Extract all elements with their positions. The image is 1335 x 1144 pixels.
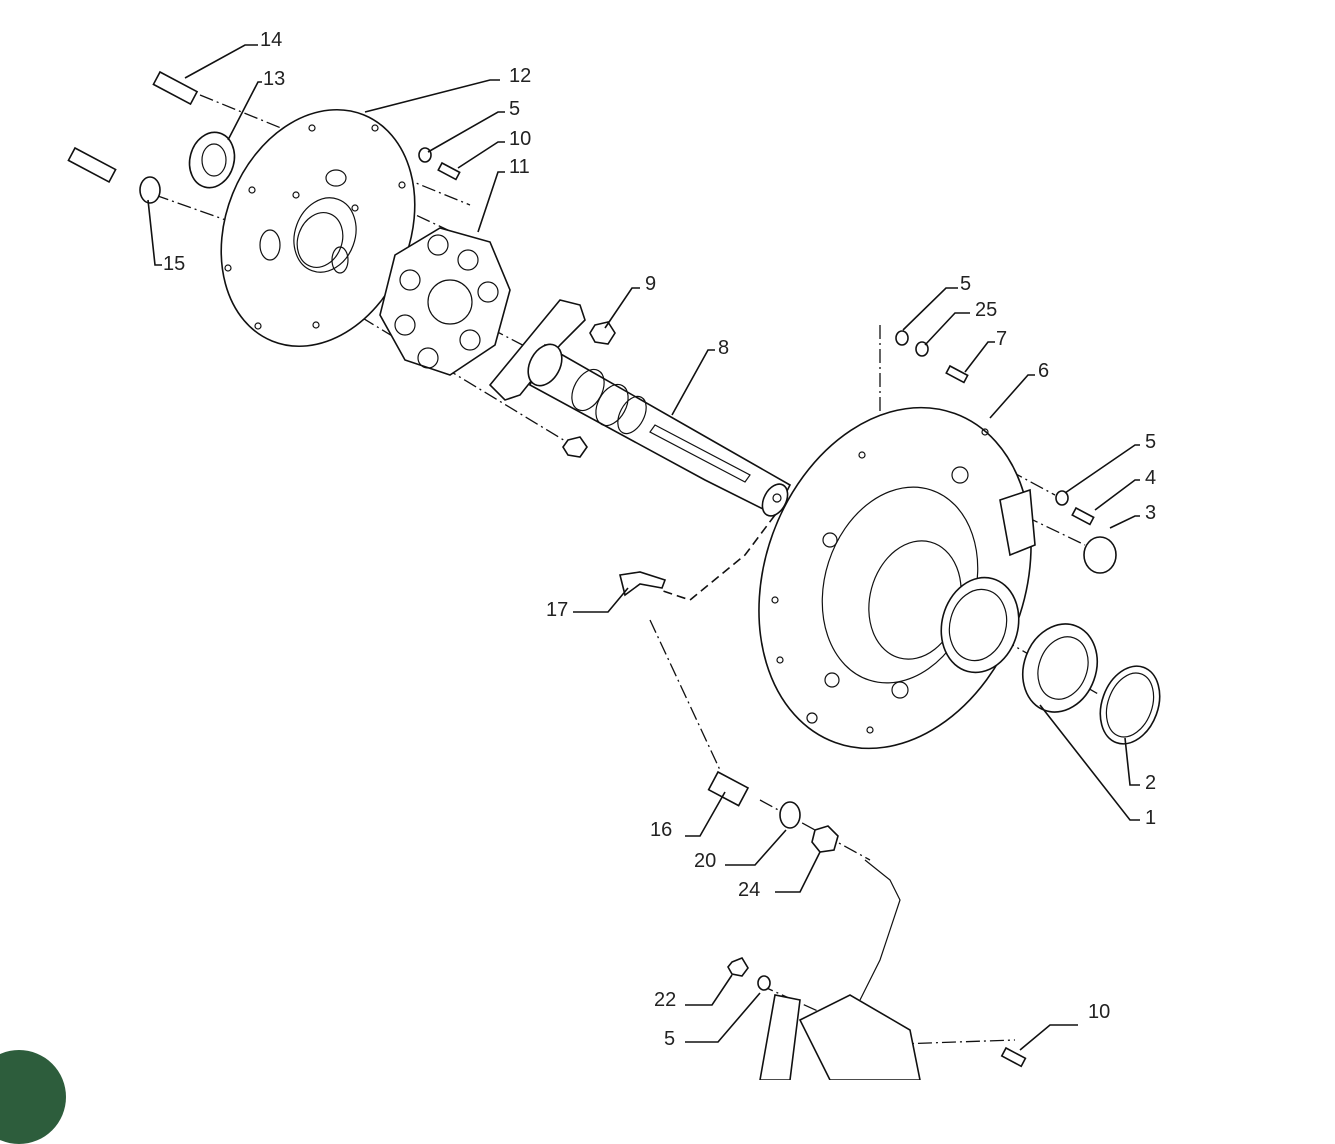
callout-9: 9 — [645, 273, 656, 295]
callout-7: 7 — [996, 328, 1007, 350]
callout-5: 5 — [960, 273, 971, 295]
callout-2: 2 — [1145, 772, 1156, 794]
part-1-bearing — [1022, 623, 1098, 713]
callout-5: 5 — [1145, 431, 1156, 453]
hardware — [67, 70, 1095, 1080]
callout-10: 10 — [1088, 1001, 1110, 1023]
callout-5: 5 — [664, 1028, 675, 1050]
callout-5: 5 — [509, 98, 520, 120]
callout-8: 8 — [718, 337, 729, 359]
exploded-parts-diagram: 14 13 12 5 10 11 15 9 8 5 25 7 6 5 4 3 1… — [67, 29, 1161, 1080]
callout-labels: 14 13 12 5 10 11 15 9 8 5 25 7 6 5 4 3 1… — [163, 29, 1156, 1050]
callout-10: 10 — [509, 128, 531, 150]
callout-1: 1 — [1145, 807, 1156, 829]
callout-11: 11 — [509, 156, 530, 178]
part-11-coupling — [379, 227, 511, 376]
callout-22: 22 — [654, 989, 676, 1011]
part-8-shaft — [488, 299, 792, 517]
leaf-icon: ✿ — [0, 1060, 8, 1080]
part-12-plate — [220, 108, 416, 348]
callout-25: 25 — [975, 299, 997, 321]
callout-15: 15 — [163, 253, 185, 275]
callout-12: 12 — [509, 65, 531, 87]
part-3-cap — [1083, 536, 1117, 574]
part-13-bearing — [188, 131, 236, 189]
callout-17: 17 — [546, 599, 568, 621]
part-2-seal — [1099, 665, 1161, 745]
callout-16: 16 — [650, 819, 672, 841]
callout-20: 20 — [694, 850, 716, 872]
callout-3: 3 — [1145, 502, 1156, 524]
callout-6: 6 — [1038, 360, 1049, 382]
callout-leaders — [147, 44, 1140, 1051]
part-6-housing — [758, 406, 1036, 750]
callout-13: 13 — [263, 68, 285, 90]
callout-4: 4 — [1145, 467, 1156, 489]
callout-24: 24 — [738, 879, 760, 901]
callout-14: 14 — [260, 29, 282, 51]
